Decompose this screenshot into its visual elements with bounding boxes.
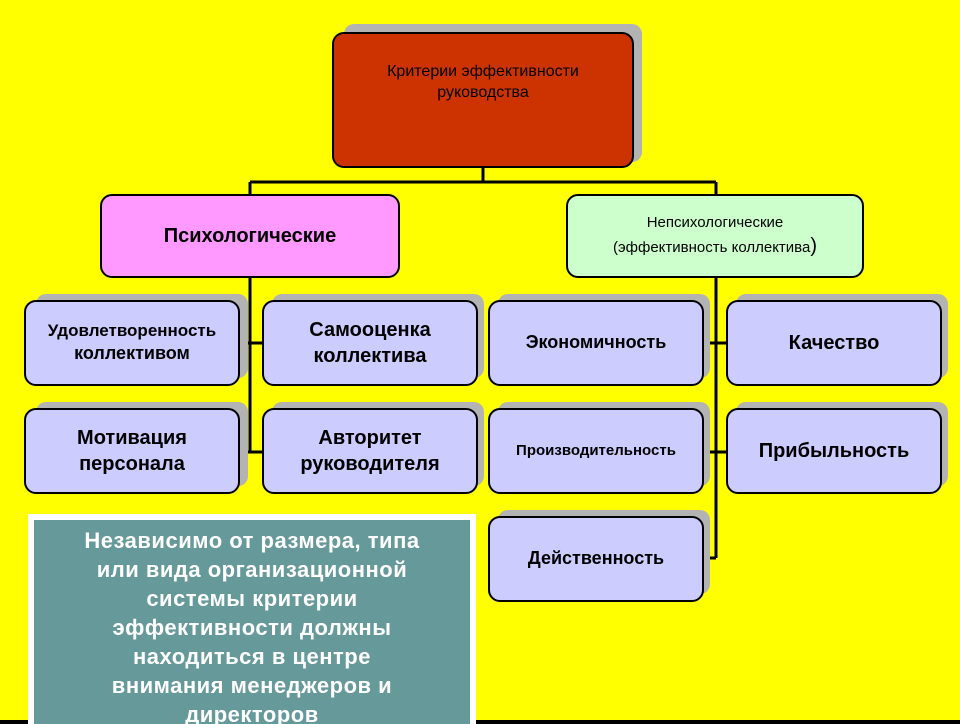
non-psychological-node: Непсихологические (эффективность коллект… bbox=[566, 194, 864, 278]
leaf-satisfaction-line-1: Удовлетворенность bbox=[47, 321, 217, 341]
non-psychological-line-1: Непсихологические bbox=[646, 214, 784, 232]
leaf-economy-label: Экономичность bbox=[525, 332, 667, 353]
leaf-satisfaction: Удовлетворенность коллективом bbox=[24, 300, 240, 386]
leaf-profitability: Прибыльность bbox=[726, 408, 942, 494]
root-line-1: Критерии эффективности bbox=[387, 63, 579, 80]
leaf-quality-label: Качество bbox=[788, 332, 880, 354]
note-line: Независимо от размера, типа bbox=[84, 528, 420, 553]
leaf-economy: Экономичность bbox=[488, 300, 704, 386]
root-node: Критерии эффективности руководства bbox=[332, 32, 634, 168]
note-line: или вида организационной bbox=[96, 557, 408, 582]
psychological-node: Психологические bbox=[100, 194, 400, 278]
leaf-self-assessment: Самооценка коллектива bbox=[262, 300, 478, 386]
psychological-label: Психологические bbox=[163, 225, 337, 247]
root-line-2: руководства bbox=[437, 83, 529, 101]
leaf-quality: Качество bbox=[726, 300, 942, 386]
leaf-motivation: Мотивация персонала bbox=[24, 408, 240, 494]
leaf-self-assessment-line-2: коллектива bbox=[313, 345, 427, 367]
note-box: Независимо от размера, типа или вида орг… bbox=[28, 514, 476, 724]
leaf-authority-line-2: руководителя bbox=[300, 453, 440, 475]
leaf-effectiveness: Действенность bbox=[488, 516, 704, 602]
leaf-self-assessment-line-1: Самооценка bbox=[309, 319, 431, 341]
note-text: Независимо от размера, типа или вида орг… bbox=[34, 520, 470, 724]
leaf-productivity-label: Производительность bbox=[516, 442, 676, 460]
leaf-productivity: Производительность bbox=[488, 408, 704, 494]
non-psychological-line-2-text: (эффективность коллектива bbox=[613, 238, 811, 256]
leaf-authority: Авторитет руководителя bbox=[262, 408, 478, 494]
note-line: эффективности должны bbox=[112, 615, 392, 640]
leaf-authority-line-1: Авторитет bbox=[318, 427, 422, 449]
leaf-motivation-line-1: Мотивация bbox=[77, 427, 187, 449]
leaf-motivation-line-2: персонала bbox=[79, 453, 185, 475]
note-line: директоров bbox=[185, 702, 319, 724]
note-line: внимания менеджеров и bbox=[111, 673, 393, 698]
non-psychological-paren: ) bbox=[810, 234, 817, 257]
leaf-satisfaction-line-2: коллективом bbox=[74, 343, 190, 364]
leaf-effectiveness-label: Действенность bbox=[527, 548, 665, 569]
leaf-profitability-label: Прибыльность bbox=[758, 440, 910, 462]
non-psychological-line-2: (эффективность коллектива) bbox=[613, 233, 817, 259]
note-line: системы критерии bbox=[146, 586, 358, 611]
note-line: находиться в центре bbox=[133, 644, 371, 669]
